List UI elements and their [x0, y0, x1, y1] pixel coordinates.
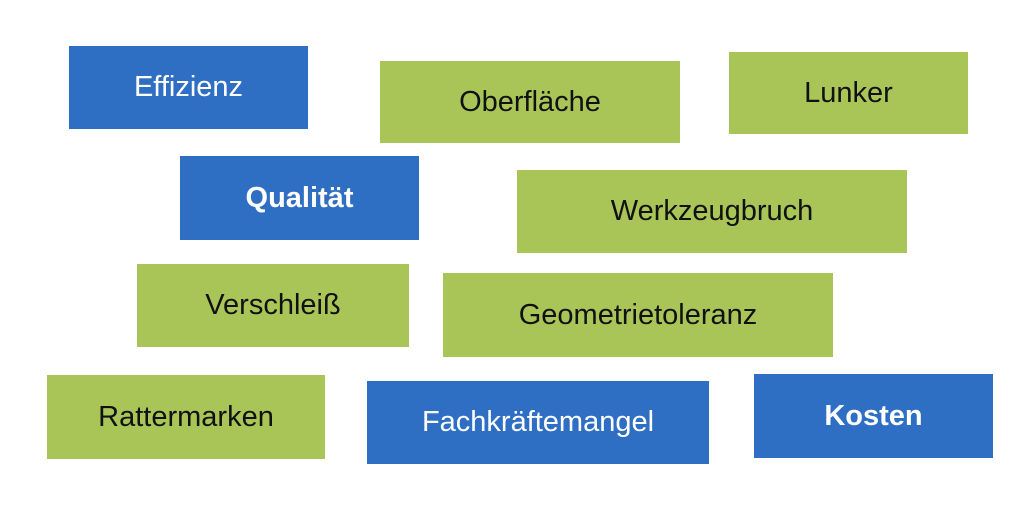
- tag-label: Werkzeugbruch: [610, 195, 814, 227]
- tag-label: Oberfläche: [459, 85, 601, 118]
- tag-qualitaet: Qualität: [180, 156, 419, 240]
- tag-fachkraeftemangel: Fachkräftemangel: [367, 381, 709, 464]
- tag-effizienz: Effizienz: [69, 46, 308, 129]
- tag-werkzeugbruch: Werkzeugbruch: [517, 170, 907, 253]
- tag-label: Geometrietoleranz: [518, 298, 758, 331]
- tag-label: Lunker: [804, 76, 893, 109]
- tag-label: Kosten: [824, 399, 923, 432]
- tag-geometrietoleranz: Geometrietoleranz: [443, 273, 833, 357]
- tag-label: Qualität: [245, 181, 354, 214]
- tag-kosten: Kosten: [754, 374, 993, 458]
- tag-label: Rattermarken: [98, 400, 274, 433]
- tag-label: Fachkräftemangel: [421, 406, 655, 438]
- tag-verschleiss: Verschleiß: [137, 264, 409, 347]
- tag-label: Effizienz: [133, 71, 244, 103]
- tag-rattermarken: Rattermarken: [47, 375, 325, 459]
- tag-lunker: Lunker: [729, 52, 968, 134]
- tag-label: Verschleiß: [205, 289, 341, 321]
- tag-oberflaeche: Oberfläche: [380, 61, 680, 143]
